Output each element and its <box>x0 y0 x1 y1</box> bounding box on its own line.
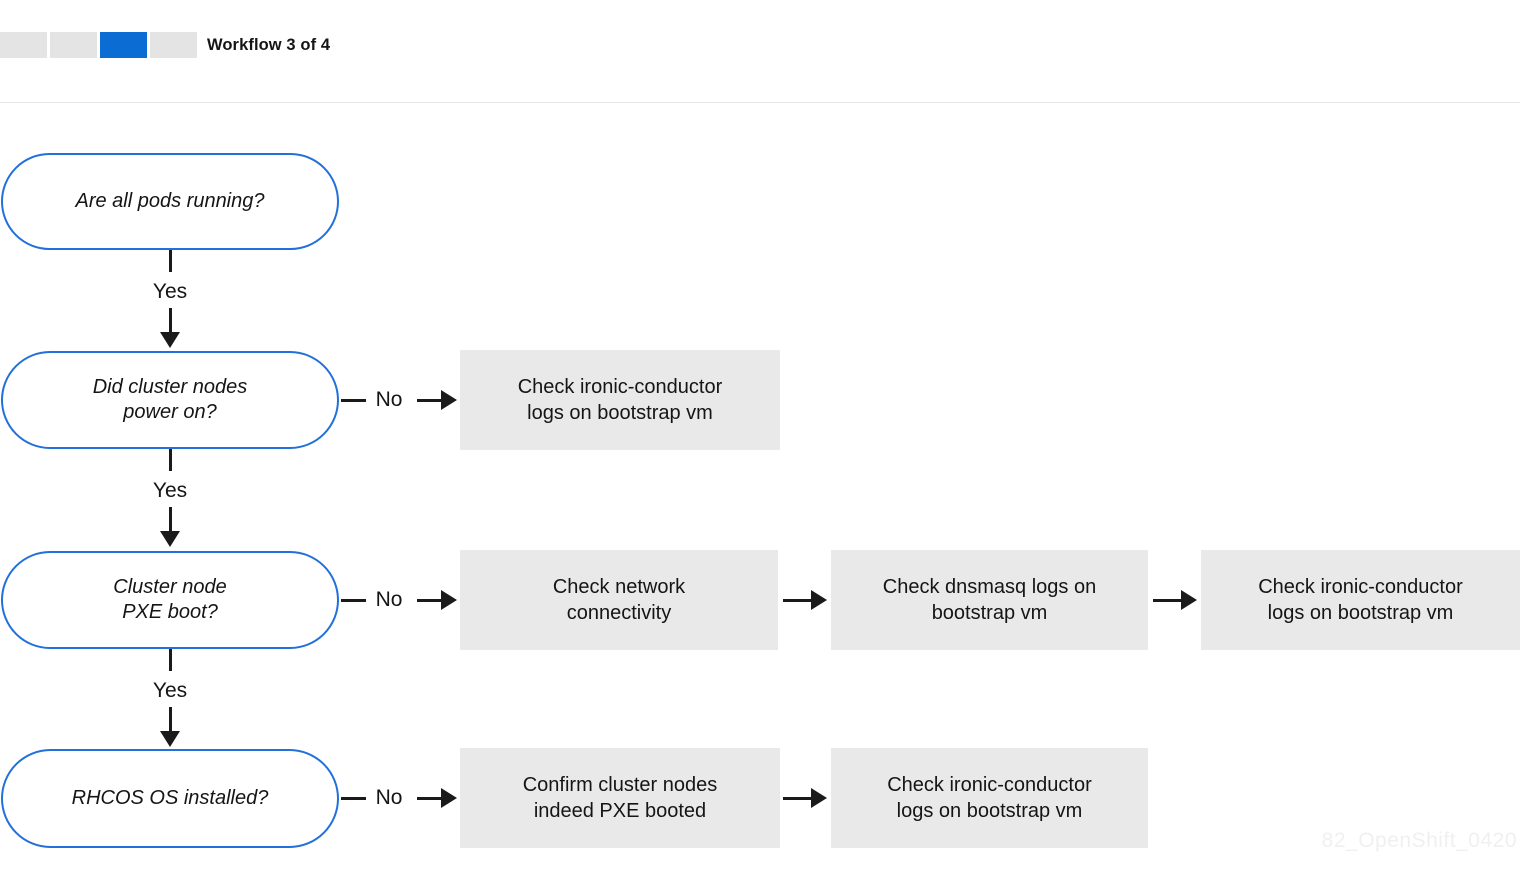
decision-text: power on? <box>123 401 217 423</box>
arrow-down-icon <box>160 332 180 348</box>
action-box-check-ironic-conductor-logs: Check ironic-conductor logs on bootstrap… <box>831 748 1148 848</box>
connector-line <box>783 599 812 602</box>
decision-text: Are all pods running? <box>75 190 265 212</box>
action-text: Check network <box>552 576 686 598</box>
connector-line <box>417 797 441 800</box>
decision-node-pods-running: Are all pods running? <box>1 153 339 250</box>
connector-line <box>417 399 441 402</box>
action-text: Check ironic-conductor <box>517 376 723 398</box>
arrow-down-icon <box>160 531 180 547</box>
connector-line <box>169 707 172 731</box>
action-text: Check ironic-conductor <box>887 774 1092 796</box>
connector-line <box>341 599 366 602</box>
connector-line <box>783 797 812 800</box>
connector-line <box>417 599 441 602</box>
decision-text: PXE boot? <box>122 601 218 623</box>
action-text: indeed PXE booted <box>533 800 707 822</box>
action-text: Check ironic-conductor <box>1258 576 1463 598</box>
watermark: 82_OpenShift_0420 <box>1321 829 1517 852</box>
action-text: logs on bootstrap vm <box>527 402 713 424</box>
arrow-right-icon <box>441 788 457 808</box>
connector-line <box>169 308 172 332</box>
arrow-right-icon <box>811 788 827 808</box>
action-box-check-ironic-conductor-logs: Check ironic-conductor logs on bootstrap… <box>1201 550 1520 650</box>
connector-line <box>1153 599 1182 602</box>
action-text: logs on bootstrap vm <box>896 800 1083 822</box>
progress-segment-1 <box>0 32 47 58</box>
no-label: No <box>375 786 403 809</box>
action-box-check-ironic-conductor-logs: Check ironic-conductor logs on bootstrap… <box>460 350 780 450</box>
arrow-right-icon <box>811 590 827 610</box>
action-text: Check dnsmasq logs on <box>882 576 1097 598</box>
header-divider <box>0 102 1520 103</box>
progress-segment-3-active <box>100 32 147 58</box>
arrow-right-icon <box>441 390 457 410</box>
workflow-step-label: Workflow 3 of 4 <box>207 36 331 54</box>
arrow-right-icon <box>441 590 457 610</box>
action-box-check-network-connectivity: Check network connectivity <box>460 550 778 650</box>
decision-text: Did cluster nodes <box>92 376 248 398</box>
connector-line <box>169 250 172 272</box>
yes-label: Yes <box>152 280 188 303</box>
progress-segment-2 <box>50 32 97 58</box>
action-text: bootstrap vm <box>931 602 1048 624</box>
connector-line <box>169 507 172 531</box>
no-label: No <box>375 388 403 411</box>
decision-node-pxe-boot: Cluster node PXE boot? <box>1 551 339 649</box>
action-text: Confirm cluster nodes <box>522 774 718 796</box>
action-text: connectivity <box>566 602 672 624</box>
connector-line <box>169 649 172 671</box>
arrow-right-icon <box>1181 590 1197 610</box>
connector-line <box>341 797 366 800</box>
yes-label: Yes <box>152 679 188 702</box>
decision-node-rhcos-installed: RHCOS OS installed? <box>1 749 339 848</box>
connector-line <box>341 399 366 402</box>
yes-label: Yes <box>152 479 188 502</box>
arrow-down-icon <box>160 731 180 747</box>
action-box-confirm-pxe-booted: Confirm cluster nodes indeed PXE booted <box>460 748 780 848</box>
progress-segment-4 <box>150 32 197 58</box>
decision-text: RHCOS OS installed? <box>71 787 269 809</box>
decision-text: Cluster node <box>113 576 227 598</box>
no-label: No <box>375 588 403 611</box>
action-text: logs on bootstrap vm <box>1267 602 1454 624</box>
decision-node-nodes-power-on: Did cluster nodes power on? <box>1 351 339 449</box>
action-box-check-dnsmasq-logs: Check dnsmasq logs on bootstrap vm <box>831 550 1148 650</box>
connector-line <box>169 449 172 471</box>
